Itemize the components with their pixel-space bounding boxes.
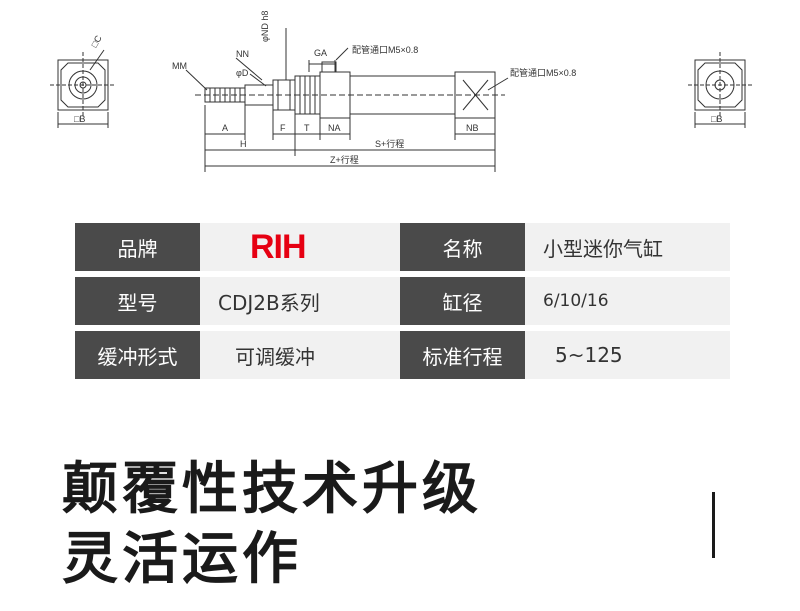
- spec-value-stroke: 5~125: [525, 331, 730, 379]
- brand-logo: RIH: [250, 227, 307, 266]
- dim-label-d: φD: [236, 68, 249, 78]
- dim-label-nn: NN: [236, 49, 249, 59]
- spec-value-name: 小型迷你气缸: [525, 223, 730, 271]
- cylinder-side-view: [195, 47, 509, 119]
- spec-row-brand: 品牌 RIH 名称 小型迷你气缸: [75, 223, 730, 271]
- dim-label-ga: GA: [314, 48, 327, 58]
- spec-label-name: 名称: [400, 223, 525, 271]
- spec-value-model: CDJ2B系列: [200, 277, 400, 325]
- spec-row-model: 型号 CDJ2B系列 缸径 6/10/16: [75, 277, 730, 325]
- dim-label-t: T: [304, 123, 310, 133]
- port-label-front: 配管通口M5×0.8: [352, 44, 418, 55]
- dim-label-mm: MM: [172, 61, 187, 71]
- spec-value-bore: 6/10/16: [525, 277, 730, 325]
- spec-label-stroke: 标准行程: [400, 331, 525, 379]
- cylinder-dimension-drawing: □C □B □B: [50, 11, 752, 172]
- spec-label-model: 型号: [75, 277, 200, 325]
- dim-label-nb: NB: [466, 123, 479, 133]
- dim-label-f: F: [280, 123, 286, 133]
- spec-label-bore: 缸径: [400, 277, 525, 325]
- slogan-line-2: 灵活运作: [62, 527, 302, 592]
- spec-row-cushion: 缓冲形式 可调缓冲 标准行程 5~125: [75, 331, 730, 379]
- spec-label-cushion: 缓冲形式: [75, 331, 200, 379]
- port-label-rear: 配管通口M5×0.8: [510, 67, 576, 78]
- dim-label-nd: φND h8: [260, 11, 270, 42]
- dim-label-h: H: [240, 139, 247, 149]
- slogan-line-1: 颠覆性技术升级: [62, 457, 482, 522]
- brand-logo-cell: RIH: [200, 223, 400, 271]
- spec-value-cushion: 可调缓冲: [200, 331, 400, 379]
- dim-label-s: S+行程: [375, 138, 404, 149]
- dim-label-a: A: [222, 123, 228, 133]
- dim-label-na: NA: [328, 123, 341, 133]
- right-end-view: [688, 52, 752, 128]
- spec-label-brand: 品牌: [75, 223, 200, 271]
- dim-label-z: Z+行程: [330, 154, 359, 165]
- dim-label-c: □C: [89, 33, 104, 49]
- dim-label-b-left: □B: [74, 114, 85, 124]
- dim-label-b-right: □B: [711, 114, 722, 124]
- spec-table: 品牌 RIH 名称 小型迷你气缸 型号 CDJ2B系列 缸径 6/10/16 缓…: [75, 223, 730, 385]
- left-end-view: [50, 49, 116, 128]
- decorative-vertical-bar: [712, 492, 715, 558]
